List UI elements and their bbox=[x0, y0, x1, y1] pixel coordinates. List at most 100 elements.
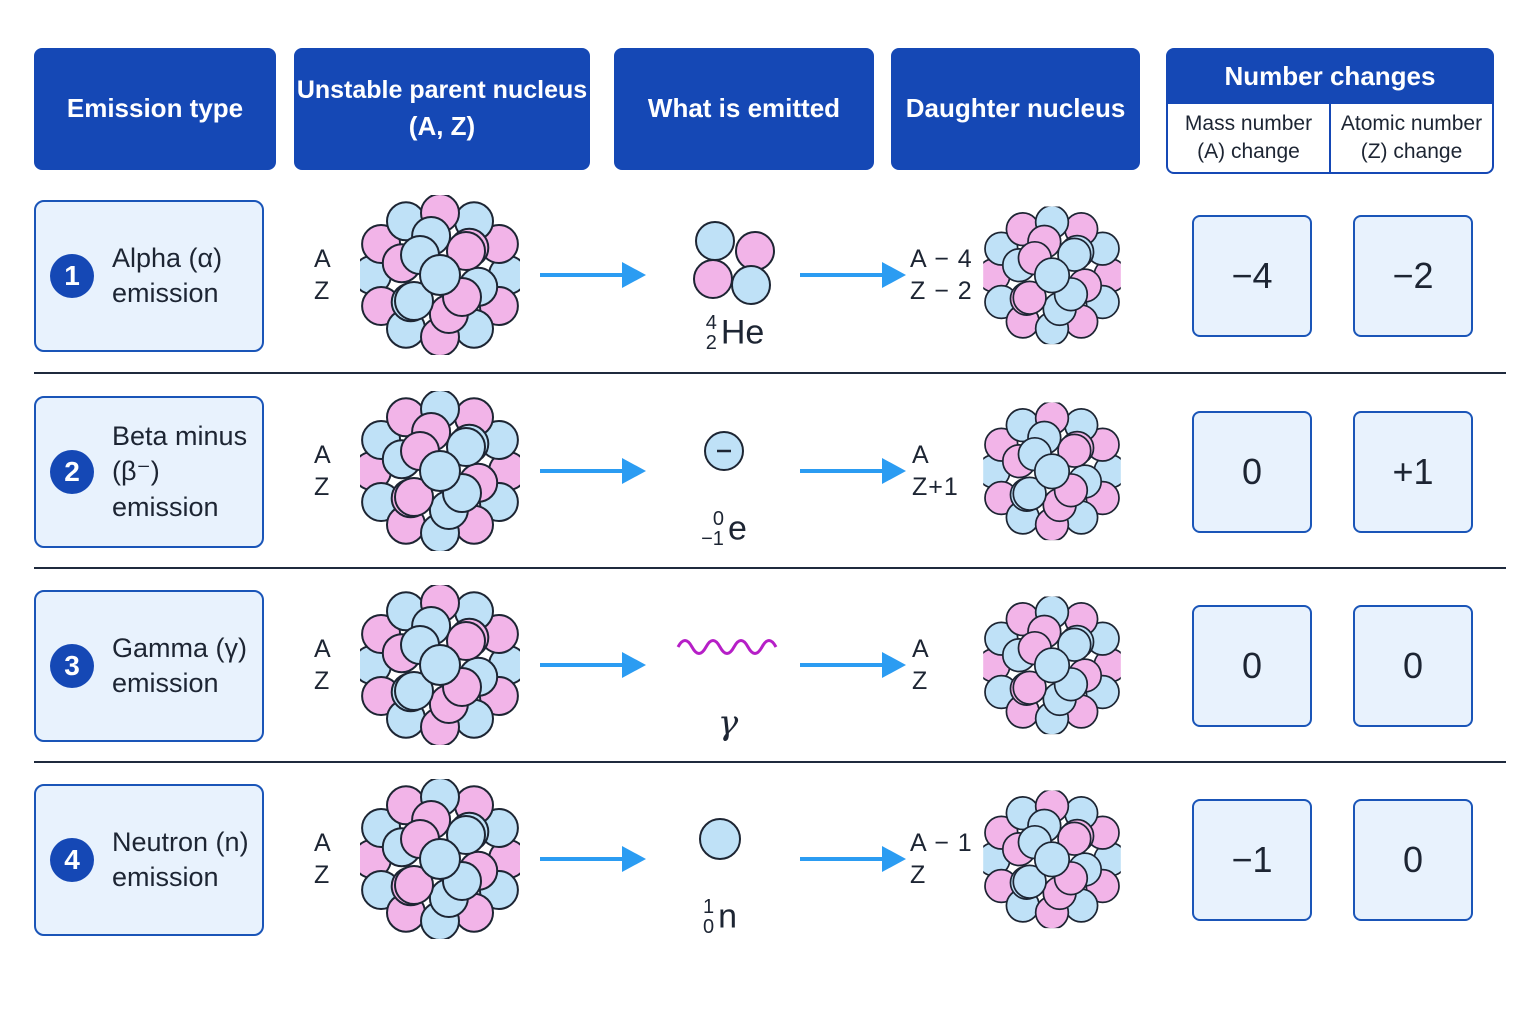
nucleus-icon bbox=[352, 583, 528, 747]
row-number-badge: 4 bbox=[50, 838, 94, 882]
decay-arrow bbox=[538, 454, 648, 493]
parent-a: A bbox=[314, 245, 332, 273]
daughter-a: A bbox=[912, 441, 930, 469]
decay-arrow bbox=[538, 258, 648, 297]
emitted-particle bbox=[698, 817, 742, 866]
row-number-badge: 2 bbox=[50, 450, 94, 494]
atomic-number-change: −2 bbox=[1353, 215, 1473, 337]
header-changes-sub: Mass number (A) change Atomic number (Z)… bbox=[1166, 104, 1494, 174]
atomic-number-change: +1 bbox=[1353, 411, 1473, 533]
row-number-badge: 3 bbox=[50, 644, 94, 688]
right-arrow-icon bbox=[800, 262, 906, 288]
daughter-az-label: A − 4 Z − 2 bbox=[910, 243, 973, 307]
atomic-number-change: 0 bbox=[1353, 605, 1473, 727]
nucleus-icon bbox=[976, 594, 1128, 736]
emitted-particle bbox=[676, 632, 780, 667]
neutron-icon bbox=[699, 818, 741, 860]
emission-type-label: Gamma (γ) emission bbox=[112, 632, 247, 698]
header-daughter-label: Daughter nucleus bbox=[905, 93, 1126, 124]
header-emission-type: Emission type bbox=[34, 48, 276, 170]
header-mass-change: Mass number (A) change bbox=[1184, 111, 1313, 163]
decay-arrow bbox=[798, 258, 908, 297]
emission-type-card: 3 Gamma (γ) emission bbox=[34, 590, 264, 742]
gamma-wave-icon bbox=[676, 639, 778, 655]
daughter-z: Z bbox=[912, 667, 929, 695]
parent-nucleus bbox=[352, 777, 528, 944]
emitted-symbol: He bbox=[720, 313, 765, 352]
right-arrow-icon bbox=[540, 652, 646, 678]
header-parent-line2: (A, Z) bbox=[408, 111, 476, 142]
mass-number-change: −1 bbox=[1192, 799, 1312, 921]
mass-number-change: 0 bbox=[1192, 411, 1312, 533]
daughter-nucleus bbox=[976, 594, 1128, 739]
nucleus-icon bbox=[352, 389, 528, 553]
nuclide-numbers: 0−1 bbox=[701, 509, 724, 549]
daughter-z: Z bbox=[910, 861, 927, 889]
header-emission-type-label: Emission type bbox=[66, 93, 244, 124]
parent-z: Z bbox=[314, 473, 331, 501]
row-divider bbox=[34, 372, 1506, 374]
emitted-atomic-number: 0 bbox=[702, 916, 715, 938]
daughter-nucleus bbox=[976, 400, 1128, 545]
emitted-particle bbox=[690, 218, 780, 313]
row-divider bbox=[34, 761, 1506, 763]
nucleus-icon bbox=[352, 777, 528, 941]
right-arrow-icon bbox=[540, 262, 646, 288]
emitted-symbol: n bbox=[718, 897, 738, 936]
parent-z: Z bbox=[314, 667, 331, 695]
emitted-particle bbox=[702, 429, 746, 478]
daughter-nucleus bbox=[976, 204, 1128, 349]
row-divider bbox=[34, 567, 1506, 569]
mass-number-change: 0 bbox=[1192, 605, 1312, 727]
header-parent-nucleus: Unstable parent nucleus (A, Z) bbox=[294, 48, 590, 170]
parent-z: Z bbox=[314, 861, 331, 889]
header-changes-label: Number changes bbox=[1224, 61, 1436, 92]
decay-arrow bbox=[798, 648, 908, 687]
decay-arrow bbox=[538, 648, 648, 687]
decay-arrow bbox=[798, 454, 908, 493]
emitted-atomic-number: −1 bbox=[701, 528, 724, 550]
nucleus-icon bbox=[976, 400, 1128, 542]
emission-type-label: Beta minus (β⁻) emission bbox=[112, 421, 248, 522]
emitted-notation: γ bbox=[658, 703, 798, 743]
right-arrow-icon bbox=[800, 458, 906, 484]
atomic-number-change: 0 bbox=[1353, 799, 1473, 921]
daughter-a: A − 4 bbox=[910, 245, 973, 273]
parent-z: Z bbox=[314, 277, 331, 305]
emitted-mass-number: 1 bbox=[702, 896, 715, 918]
emission-type-card: 2 Beta minus (β⁻) emission bbox=[34, 396, 264, 548]
nucleus-icon bbox=[976, 788, 1128, 930]
parent-nucleus bbox=[352, 389, 528, 556]
row-number-badge: 1 bbox=[50, 254, 94, 298]
decay-arrow bbox=[538, 842, 648, 881]
header-emitted-label: What is emitted bbox=[647, 93, 841, 124]
header-emitted: What is emitted bbox=[614, 48, 874, 170]
alpha-particle-icon bbox=[693, 221, 775, 305]
emission-type-label: Alpha (α) emission bbox=[112, 242, 223, 308]
nucleus-icon bbox=[976, 204, 1128, 346]
nucleus-icon bbox=[352, 193, 528, 357]
daughter-z: Z − 2 bbox=[910, 277, 973, 305]
mass-number-change: −4 bbox=[1192, 215, 1312, 337]
parent-nucleus bbox=[352, 193, 528, 360]
right-arrow-icon bbox=[540, 458, 646, 484]
header-parent-line1: Unstable parent nucleus bbox=[296, 76, 588, 105]
daughter-az-label: A − 1 Z bbox=[910, 827, 973, 891]
electron-icon bbox=[704, 431, 744, 471]
right-arrow-icon bbox=[800, 846, 906, 872]
decay-arrow bbox=[798, 842, 908, 881]
right-arrow-icon bbox=[800, 652, 906, 678]
daughter-a: A bbox=[912, 635, 930, 663]
daughter-a: A − 1 bbox=[910, 829, 973, 857]
header-daughter-nucleus: Daughter nucleus bbox=[891, 48, 1140, 170]
emitted-symbol: e bbox=[727, 509, 747, 548]
